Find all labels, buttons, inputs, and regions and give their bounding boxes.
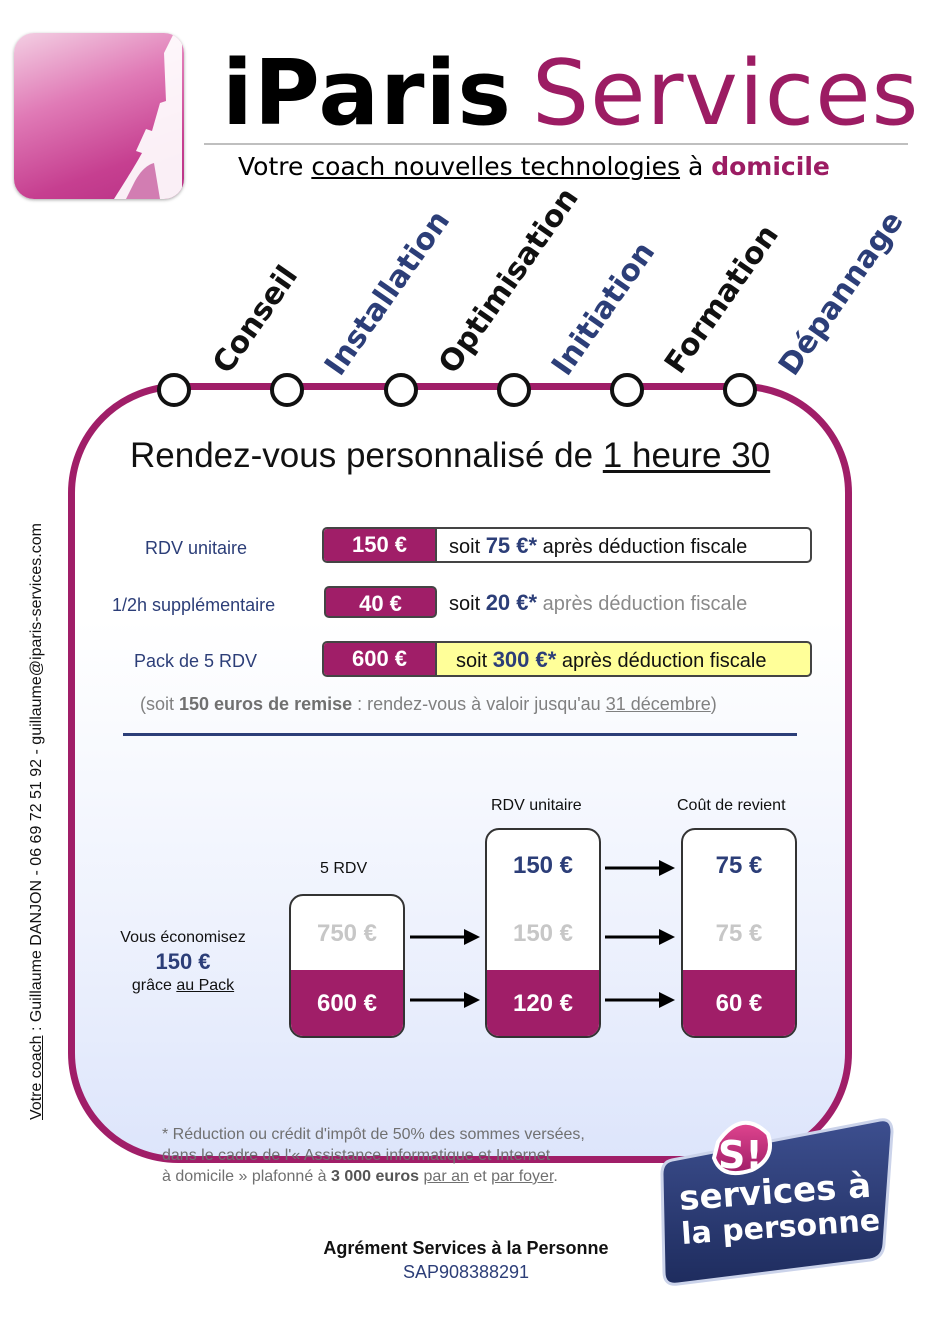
savings-pack-link: au Pack [176,977,235,994]
remise-open: (soit [140,694,180,714]
comparison-column-cost: 75 € 75 € 60 € [681,828,797,1038]
eiffel-tower-icon [114,33,182,199]
service-initiation: Initiation [545,235,663,383]
remise-mid: : rendez-vous à valoir jusqu'au [352,694,606,714]
section-divider [123,733,797,736]
logo-mark: S! [718,1133,763,1177]
service-depannage: Dépannage [772,204,911,383]
net-value: 300 € [492,647,548,672]
arrow-right-icon [605,860,675,876]
unit-price-pack: 120 € [487,970,599,1036]
brand-part2: Services [531,41,920,146]
fn-d: par an [423,1168,469,1185]
agrement-number: SAP908388291 [402,1262,530,1282]
price-after-tax-unit: soit 75 €* après déduction fiscale [449,529,747,561]
fn-f: par foyer [491,1168,554,1185]
agrement-title: Agrément Services à la Personne [323,1238,609,1258]
col-header-cout-de-revient: Coût de revient [677,797,786,814]
coach-label: Votre coach [28,1035,45,1121]
pack-full-price: 750 € [316,920,378,947]
col-header-5rdv: 5 RDV [320,860,368,877]
service-conseil: Conseil [206,259,306,381]
session-title: Rendez-vous personnalisé de 1 heure 30 [130,436,770,476]
comparison-column-pack: 750 € 600 € [289,894,405,1038]
savings-summary: Vous économisez 150 € grâce au Pack [108,929,258,995]
savings-prefix: grâce [131,977,177,994]
price-after-tax-half-hour: soit 20 €* après déduction fiscale [449,586,747,618]
cost-price: 75 € [715,852,763,879]
tagline: Votre coach nouvelles technologies à dom… [238,152,830,181]
services-a-la-personne-logo: S! services à la personne [660,1118,894,1286]
price-label-half-hour: 1/2h supplémentaire [112,595,276,615]
savings-line1: Vous économisez [120,929,246,946]
discount-note: (soit 150 euros de remise : rendez-vous … [140,694,717,715]
unit-price-gray: 150 € [512,920,574,947]
remise-amount: 150 euros de remise [179,694,353,714]
header-divider [204,143,908,145]
after-tax-label: après déduction fiscale [542,536,748,558]
price-row-pack: 600 € soit 300 €* après déduction fiscal… [322,641,812,677]
app-icon [14,33,184,199]
price-unit: 150 € [324,529,437,561]
arrow-right-icon [410,992,480,1008]
savings-amount: 150 € [155,949,211,974]
tagline-prefix: Votre [238,152,312,181]
fn-e: et [468,1168,492,1185]
fn-a: à domicile » plafonné à [162,1168,331,1185]
fn-b: 3 000 euros [331,1168,420,1185]
footnote-line3: à domicile » plafonné à 3 000 euros par … [162,1166,662,1187]
timeline-node-2 [270,373,304,407]
price-pack: 600 € [324,643,437,675]
after-tax-label: après déduction fiscale [561,650,767,672]
service-formation: Formation [658,218,786,381]
arrow-right-icon [605,992,675,1008]
timeline-node-1 [157,373,191,407]
col-header-rdv-unitaire: RDV unitaire [491,797,582,814]
tagline-underlined: coach nouvelles technologies [311,152,681,181]
arrow-right-icon [605,929,675,945]
price-row-half-hour: 40 € soit 20 €* après déduction fiscale [322,584,812,620]
price-after-tax-pack: soit 300 €* après déduction fiscale [456,643,766,675]
coach-details: : Guillaume DANJON - 06 69 72 51 92 - gu… [28,523,45,1036]
brand-part1: iParis [222,41,512,146]
timeline-node-3 [384,373,418,407]
soit-label: soit [456,650,488,672]
asterisk: * [528,533,538,558]
price-row-unit: 150 € soit 75 €* après déduction fiscale [322,527,812,563]
soit-label: soit [449,536,481,558]
savings-line3: grâce au Pack [108,977,258,995]
pricing-panel [68,383,852,1163]
tagline-middle: à [680,152,712,181]
remise-date: 31 décembre [605,694,711,714]
price-half-hour: 40 € [324,586,437,618]
price-label-unit: RDV unitaire [145,538,248,558]
fn-g: . [553,1168,558,1185]
after-tax-label: après déduction fiscale [542,593,748,615]
comparison-column-unit: 150 € 150 € 120 € [485,828,601,1038]
footnote-line2: dans le cadre de l'« Assistance informat… [162,1147,551,1164]
arrow-right-icon [410,929,480,945]
footnote-line1: * Réduction ou crédit d'impôt de 50% des… [162,1126,585,1143]
title-prefix: Rendez-vous personnalisé de [130,436,603,475]
title-duration: 1 heure 30 [602,436,771,475]
pack-price: 600 € [291,970,403,1036]
unit-price: 150 € [512,852,574,879]
net-value: 75 € [485,533,529,558]
timeline-node-5 [610,373,644,407]
tagline-emphasis: domicile [711,152,830,181]
timeline-node-4 [497,373,531,407]
price-label-pack: Pack de 5 RDV [134,651,258,671]
cost-price-pack: 60 € [683,970,795,1036]
coach-contact: Votre coach : Guillaume DANJON - 06 69 7… [28,523,46,1120]
timeline-node-6 [723,373,757,407]
tax-footnote: * Réduction ou crédit d'impôt de 50% des… [162,1124,662,1187]
cost-price-gray: 75 € [715,920,763,947]
remise-close: ) [710,694,717,714]
net-value: 20 € [485,590,529,615]
soit-label: soit [449,593,481,615]
asterisk: * [528,590,538,615]
asterisk: * [547,647,557,672]
